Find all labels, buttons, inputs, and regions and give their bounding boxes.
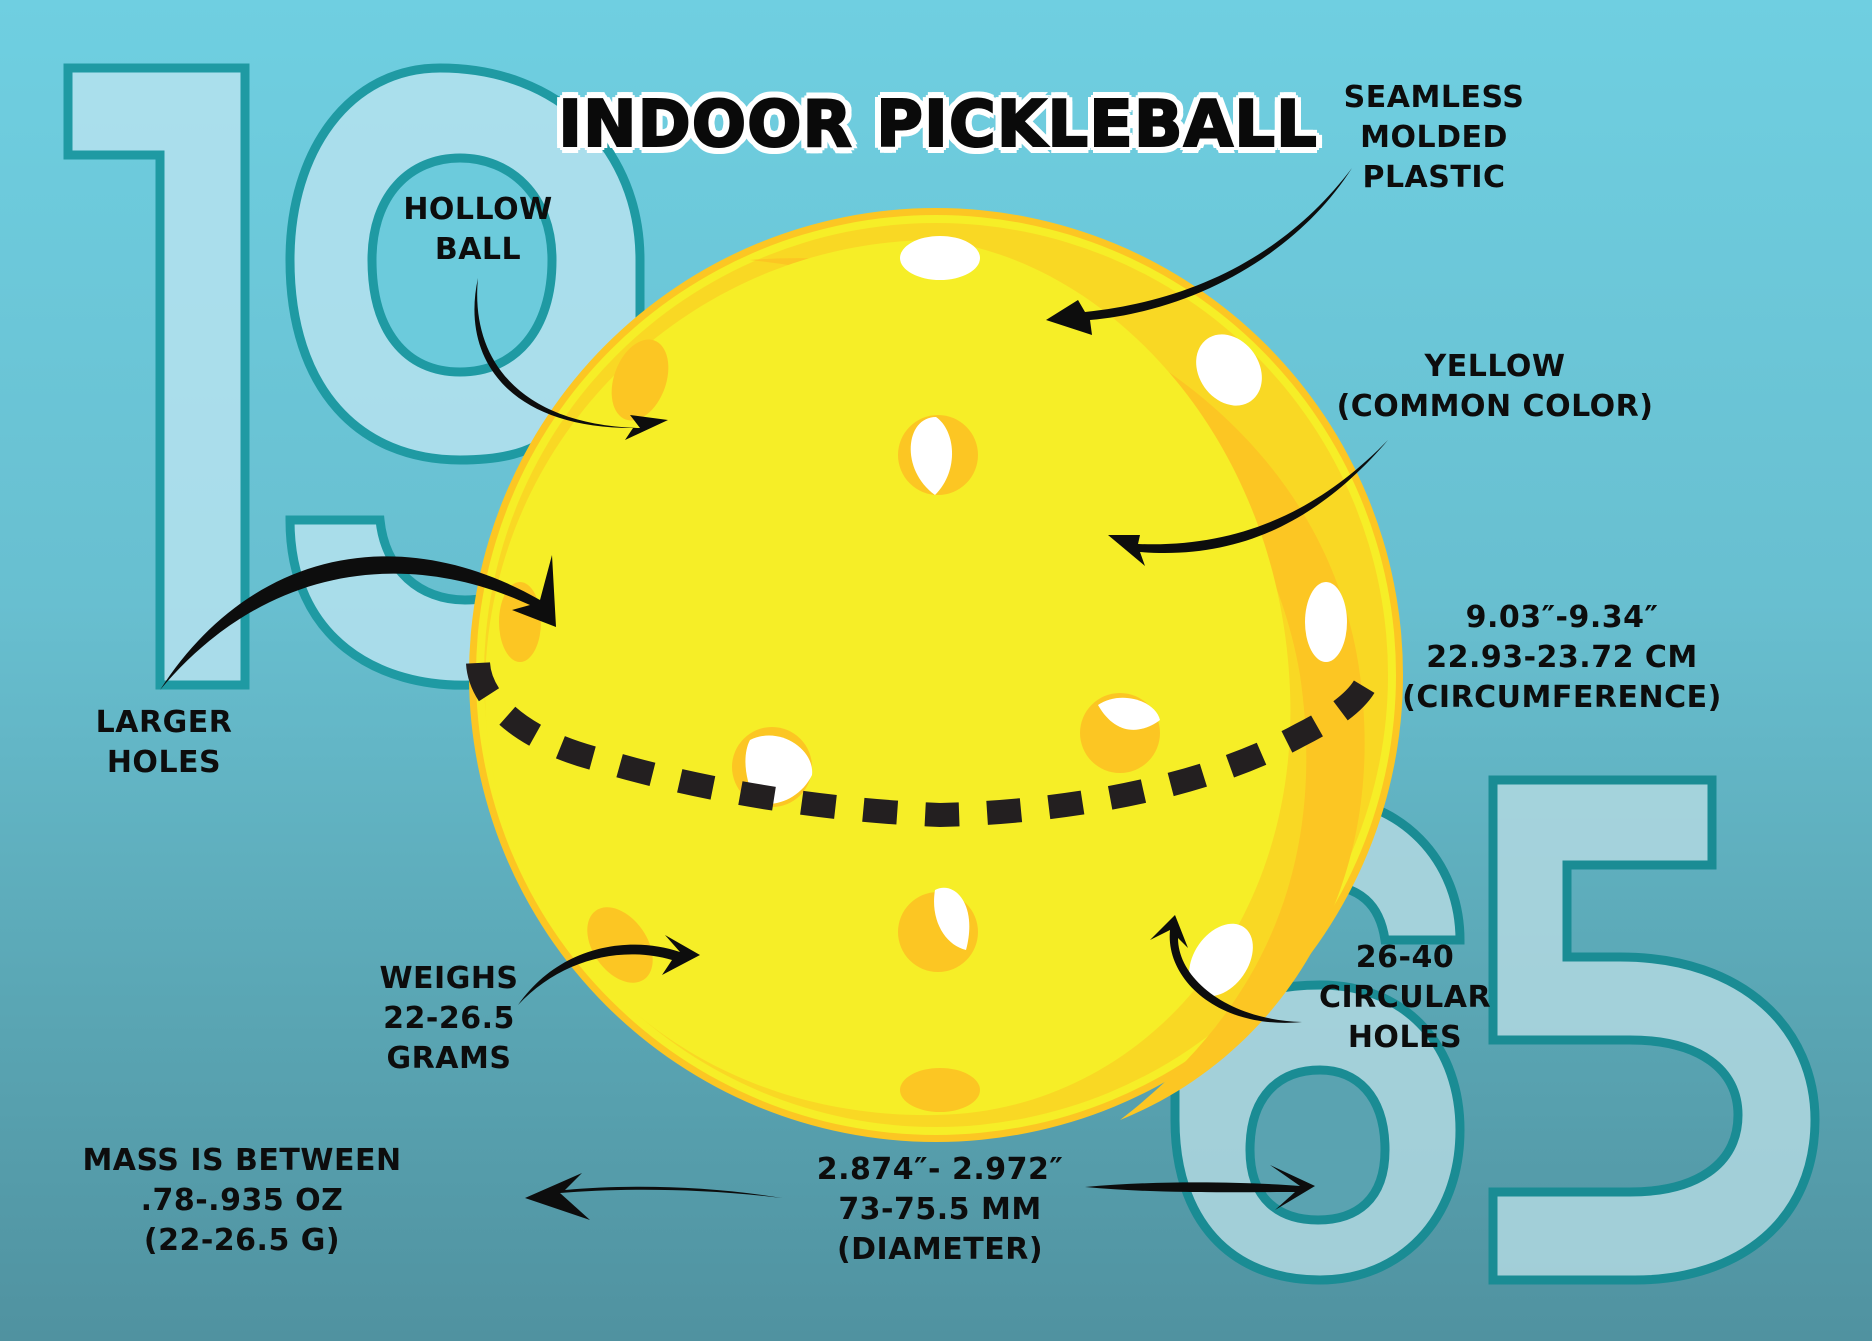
arrow-hollow-ball — [474, 278, 668, 440]
label-circumference: 9.03″-9.34″ 22.93-23.72 CM (CIRCUMFERENC… — [1402, 600, 1722, 715]
label-yellow-common-color: YELLOW (COMMON COLOR) — [1336, 349, 1654, 424]
arrow-circular-holes — [1150, 915, 1302, 1023]
label-diameter: 2.874″- 2.972″ 73-75.5 MM (DIAMETER) — [816, 1152, 1064, 1267]
label-weighs: WEIGHS 22-26.5 GRAMS — [379, 961, 519, 1076]
arrow-yellow — [1108, 440, 1388, 566]
arrow-diameter-right — [1085, 1165, 1315, 1210]
background-numeral-65 — [1170, 775, 1820, 1285]
page-title: INDOOR PICKLEBALL — [557, 87, 1318, 163]
pickleball — [466, 208, 1403, 1142]
arrow-weighs — [518, 935, 700, 1005]
arrow-seamless — [1046, 168, 1352, 335]
label-mass: MASS IS BETWEEN .78-.935 OZ (22-26.5 G) — [82, 1143, 402, 1258]
arrow-diameter-left — [525, 1173, 782, 1220]
callout-arrows — [160, 168, 1388, 1220]
label-larger-holes: LARGER HOLES — [95, 705, 233, 780]
label-seamless-molded-plastic: SEAMLESS MOLDED PLASTIC — [1343, 80, 1525, 195]
label-hollow-ball: HOLLOW BALL — [403, 192, 553, 267]
seam-dashed-line — [466, 656, 1382, 828]
label-circular-holes: 26-40 CIRCULAR HOLES — [1318, 940, 1492, 1055]
